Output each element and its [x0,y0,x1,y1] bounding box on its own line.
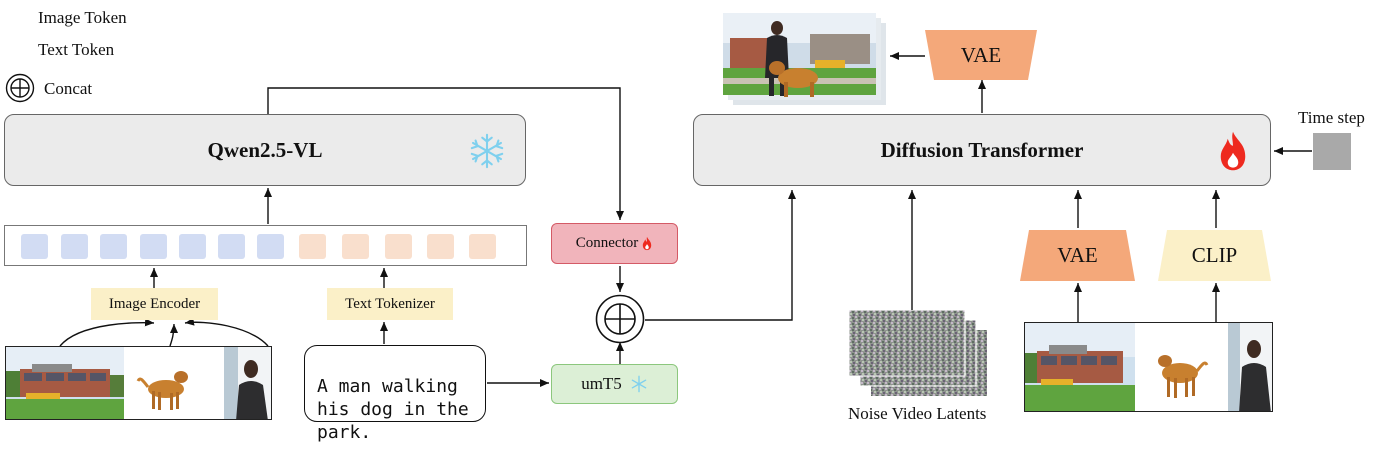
prompt-line-2: his dog in the [317,399,469,420]
noise-latents-illustration [848,309,987,396]
clip-encoder-shape [1158,230,1271,281]
image-token [21,234,48,259]
flame-icon [643,236,652,251]
vae-encoder-shape [1020,230,1135,281]
text-token [342,234,369,259]
reference-images-illustration [1025,323,1272,411]
reference-images [1024,322,1273,412]
vae-decoder-label: VAE [960,42,1002,67]
text-tokenizer: Text Tokenizer [327,288,453,320]
umt5-encoder: umT5 [551,364,678,404]
image-token [100,234,127,259]
vae-decoder-shape [925,30,1037,80]
concat-legend-icon [5,73,35,103]
umt5-label: umT5 [581,374,622,393]
prompt-line-3: park. [317,422,372,443]
text-tokenizer-label: Text Tokenizer [345,295,435,312]
text-token [469,234,496,259]
qwen-vl-label: Qwen2.5-VL [207,137,323,162]
text-token [427,234,454,259]
time-step-label: Time step [1298,108,1365,127]
time-step-square [1313,133,1351,170]
clip-encoder-label: CLIP [1191,243,1238,267]
diffusion-transformer-label: Diffusion Transformer [880,137,1084,162]
noise-video-latents [848,309,989,398]
image-token [179,234,206,259]
output-video-illustration [723,13,886,105]
noise-video-latents-label: Noise Video Latents [848,404,987,423]
output-video-frames [720,8,890,108]
prompt-line-1: A man walking [317,376,458,397]
connector-module: Connector [551,223,678,264]
concat-legend-label: Concat [44,79,93,98]
snowflake-icon [631,375,647,393]
token-sequence [4,225,527,266]
image-token-swatch [5,5,31,31]
input-images-illustration [6,347,271,419]
image-token [218,234,245,259]
concat-operator-icon [595,294,645,344]
diffusion-transformer-block: Diffusion Transformer [693,114,1271,186]
text-token [299,234,326,259]
vae-encoder-label: VAE [1057,243,1098,267]
image-encoder-label: Image Encoder [108,295,201,312]
snowflake-icon [470,133,504,169]
image-encoder: Image Encoder [91,288,218,320]
text-token [385,234,412,259]
image-token-legend-label: Image Token [38,8,127,27]
qwen-vl-block: Qwen2.5-VL [4,114,526,186]
image-token [61,234,88,259]
image-token [140,234,167,259]
input-images [5,346,272,420]
flame-icon [1220,131,1246,171]
text-token-legend-label: Text Token [38,40,115,59]
connector-label: Connector [575,235,639,251]
text-token-swatch [5,36,31,62]
image-token [257,234,284,259]
